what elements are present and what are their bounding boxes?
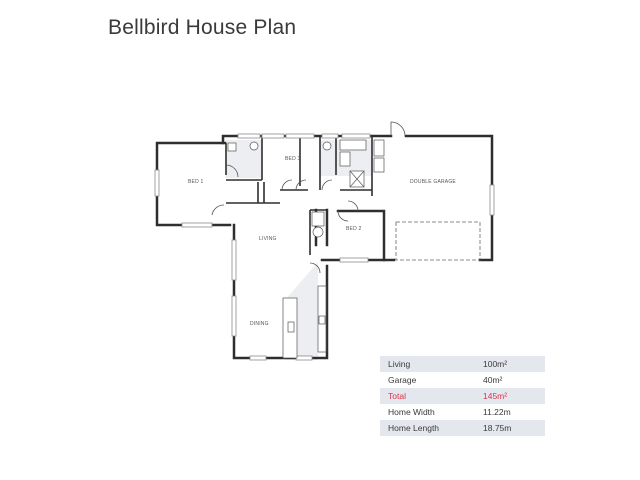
fixtures xyxy=(227,139,385,359)
spec-value: 18.75m xyxy=(483,423,512,433)
spec-value: 100m² xyxy=(483,359,508,369)
room-label-dining: DINING xyxy=(250,321,269,327)
spec-label: Living xyxy=(388,359,411,369)
specs-table: Living 100m² Garage 40m² Total 145m² Hom… xyxy=(380,356,545,436)
spec-value: 40m² xyxy=(483,375,503,385)
spec-value: 145m² xyxy=(483,391,508,401)
garage-parking-outline xyxy=(395,221,481,261)
spec-row-home-length: Home Length 18.75m xyxy=(380,420,545,436)
interior-walls xyxy=(225,136,373,255)
spec-row-home-width: Home Width 11.22m xyxy=(380,404,545,420)
spec-row-total: Total 145m² xyxy=(380,388,545,404)
spec-row-living: Living 100m² xyxy=(380,356,545,372)
room-label-garage: DOUBLE GARAGE xyxy=(410,179,456,185)
room-label-living: LIVING xyxy=(259,236,277,242)
page-title: Bellbird House Plan xyxy=(108,16,297,39)
room-label-bed2: BED 2 xyxy=(346,226,361,232)
spec-label: Home Length xyxy=(388,423,440,433)
room-label-bed3: BED 3 xyxy=(285,156,300,162)
spec-row-garage: Garage 40m² xyxy=(380,372,545,388)
spec-label: Home Width xyxy=(388,407,435,417)
room-label-bed1: BED 1 xyxy=(188,179,203,185)
spec-value: 11.22m xyxy=(483,407,511,417)
windows xyxy=(154,133,495,361)
spec-label: Total xyxy=(388,391,406,401)
spec-label: Garage xyxy=(388,375,417,385)
doors xyxy=(211,121,406,274)
